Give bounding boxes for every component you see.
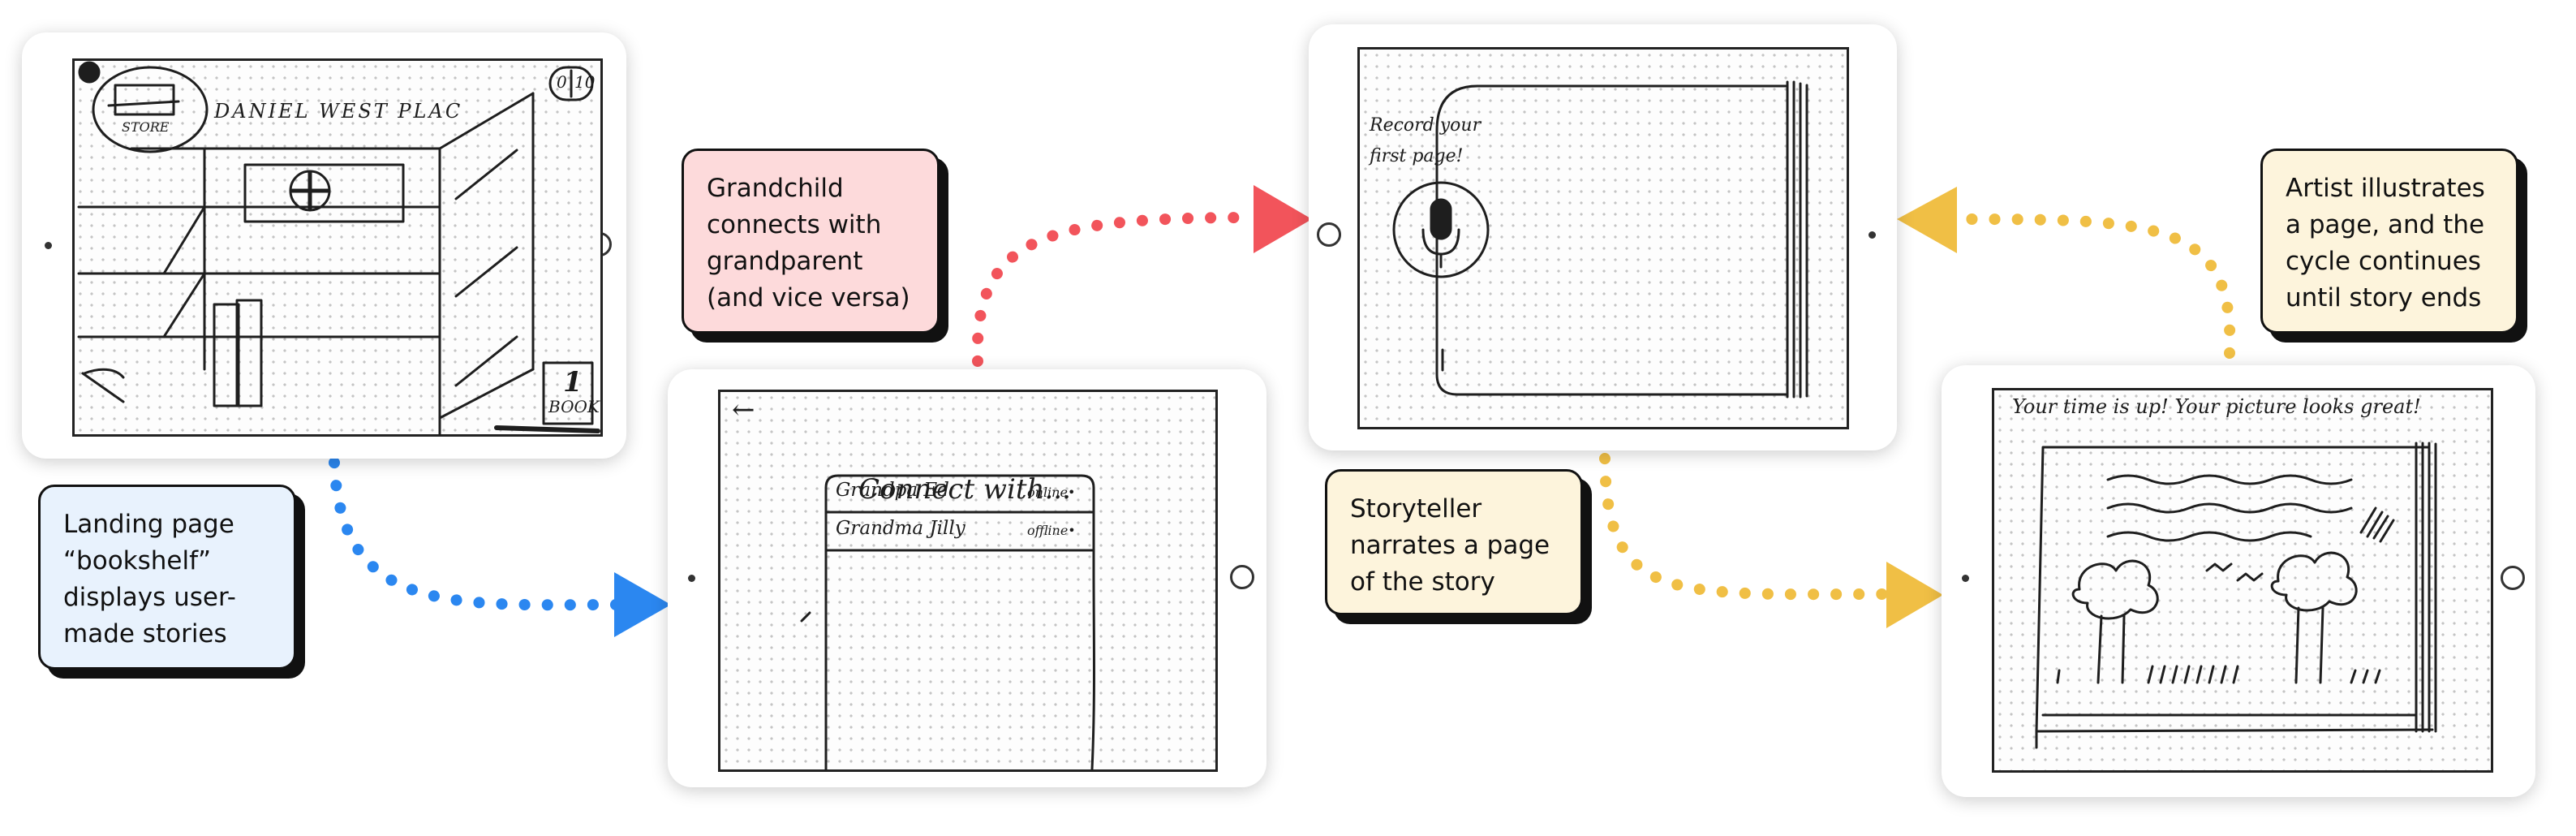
record-prompt: Record your first page! [1370, 115, 1482, 166]
record-sketch [1392, 80, 1808, 399]
contact-name[interactable]: Grandpa Ed [836, 480, 949, 501]
sketch-screen-illustrate: Your time is up! Your picture looks grea… [1992, 388, 2493, 773]
sketch-screen-connect: ← Connect with... Grandpa Ed online• Gra… [718, 390, 1218, 772]
book-count: 1 [563, 366, 583, 399]
home-button[interactable] [2501, 566, 2525, 590]
tablet-record: Record your first page! [1309, 24, 1897, 450]
contact-name[interactable]: Grandma Jilly [836, 518, 965, 539]
illustrate-sketch [2035, 442, 2437, 749]
time-up-message: Your time is up! Your picture looks grea… [2012, 395, 2421, 418]
book-label[interactable]: BOOK [548, 397, 600, 416]
arrow-yellow-bottom-path [1599, 453, 1892, 601]
tablet-landing: STORE DANIEL WEST PLAC 0 10 1 BOOK [22, 32, 626, 459]
arrow-yellow-top-head [1897, 187, 1957, 253]
sketch-screen-landing: STORE DANIEL WEST PLAC 0 10 1 BOOK [72, 58, 603, 437]
camera-dot [1962, 575, 1969, 582]
landing-sketch [77, 61, 600, 436]
callout-grandchild: Grandchild connects with grandparent (an… [682, 149, 940, 334]
contact-status: offline• [1027, 523, 1076, 538]
arrow-yellow-top-path [1951, 213, 2236, 359]
connect-title: Connect with... [858, 473, 1071, 506]
arrow-red-head [1254, 185, 1312, 253]
store-label[interactable]: STORE [122, 119, 170, 135]
arrow-blue-head [614, 572, 671, 637]
arrow-red-path [971, 212, 1259, 367]
camera-dot [1869, 231, 1876, 239]
contact-status: online• [1027, 485, 1076, 500]
counter-right: 10 [574, 72, 596, 92]
back-arrow-icon[interactable]: ← [732, 394, 755, 426]
callout-storyteller: Storyteller narrates a page of the story [1325, 469, 1583, 615]
callout-landing: Landing page “bookshelf” displays user-m… [38, 485, 296, 670]
camera-dot [688, 575, 695, 582]
counter-left: 0 [557, 72, 567, 92]
tablet-illustrate: Your time is up! Your picture looks grea… [1942, 365, 2535, 797]
callout-artist: Artist illustrates a page, and the cycle… [2260, 149, 2518, 334]
arrow-blue-path [329, 457, 626, 611]
arrow-yellow-bottom-head [1886, 562, 1943, 628]
user-name: DANIEL WEST PLAC [214, 100, 463, 123]
camera-dot [45, 242, 52, 249]
tablet-connect: ← Connect with... Grandpa Ed online• Gra… [668, 369, 1266, 787]
home-button[interactable] [1317, 222, 1341, 247]
microphone-icon [1392, 181, 1490, 278]
home-button[interactable] [1230, 565, 1254, 589]
sketch-screen-record: Record your first page! [1357, 47, 1849, 429]
connect-sketch [800, 474, 1095, 771]
